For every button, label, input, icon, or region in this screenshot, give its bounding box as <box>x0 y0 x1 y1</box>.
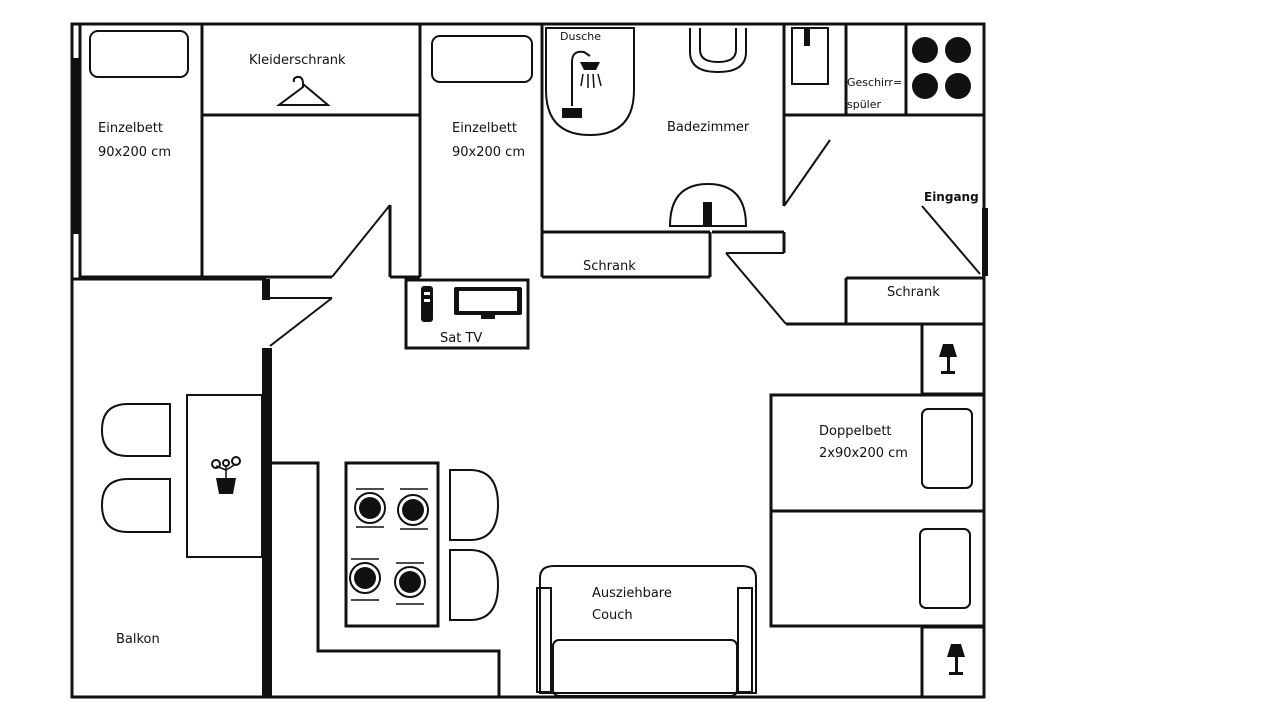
wardrobe-label: Kleiderschrank <box>249 53 346 68</box>
remote-icon <box>421 286 433 322</box>
hanger-icon <box>276 75 331 106</box>
sink-kitchen-icon <box>791 27 829 85</box>
lamp-icon <box>947 644 965 675</box>
tv-icon <box>454 287 522 319</box>
room-bed-middle: Einzelbett 90x200 cm <box>431 24 544 277</box>
shower-label: Dusche <box>560 30 601 43</box>
room-double-bed: Doppelbett 2x90x200 cm <box>769 393 986 628</box>
tv-label: Sat TV <box>440 331 482 346</box>
stove-icon <box>912 37 971 99</box>
lamp-icon <box>939 344 957 374</box>
room-wardrobe: Kleiderschrank <box>202 24 422 279</box>
outer-walls <box>70 22 988 699</box>
dishwasher-label-1: Geschirr= <box>847 76 902 89</box>
tv-unit: Sat TV <box>404 278 530 350</box>
room-balcony: Balkon <box>100 394 263 647</box>
shower-icon: Dusche <box>545 27 635 137</box>
double-bed-label: Doppelbett <box>819 424 892 439</box>
double-bed-size: 2x90x200 cm <box>819 446 908 461</box>
bed-left-label: Einzelbett <box>98 121 163 136</box>
bed-middle-size: 90x200 cm <box>452 145 525 160</box>
entrance-label: Eingang <box>924 190 979 204</box>
couch-label-2: Couch <box>592 608 633 623</box>
nightstands <box>920 322 986 699</box>
room-bed-left: Einzelbett 90x200 cm <box>78 24 204 279</box>
chair-icon <box>100 403 171 533</box>
cabinet-entry-label: Schrank <box>887 285 940 300</box>
kitchen-row: Geschirr= spüler <box>784 24 984 117</box>
room-bathroom: Schrank Dusche Badezimmer <box>542 24 786 279</box>
bed-left-size: 90x200 cm <box>98 145 171 160</box>
plate-setting-icon <box>349 488 429 605</box>
couch-label-1: Ausziehbare <box>592 586 672 601</box>
couch-icon: Ausziehbare Couch <box>536 565 757 697</box>
bathroom-label: Badezimmer <box>667 120 750 135</box>
bed-middle-label: Einzelbett <box>452 121 517 136</box>
dishwasher-label-2: spüler <box>847 98 882 111</box>
room-entrance: Eingang Schrank <box>725 139 984 326</box>
dining-area <box>272 461 501 697</box>
balcony-label: Balkon <box>116 632 160 647</box>
toilet-icon <box>689 28 747 74</box>
flower-pot-icon <box>211 456 241 494</box>
living-doors <box>72 277 333 347</box>
cabinet-bath-label: Schrank <box>583 259 636 274</box>
chair-icon <box>449 469 500 621</box>
sink-icon <box>668 182 748 227</box>
